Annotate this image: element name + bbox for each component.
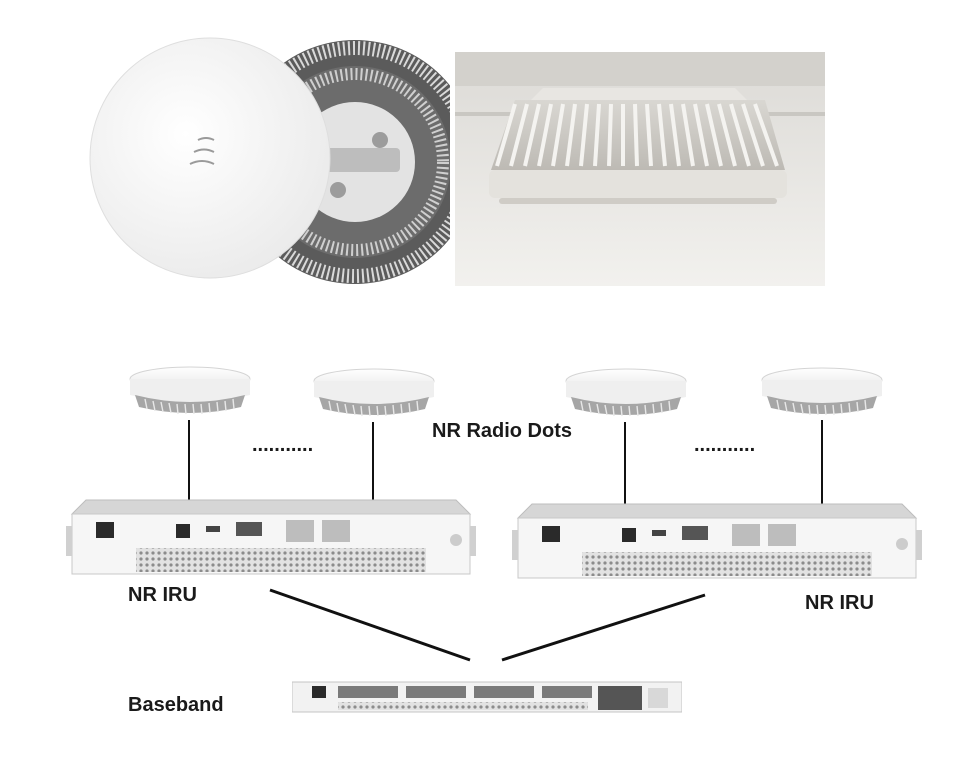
radio-dot-3 <box>565 368 687 417</box>
radio-dot-product-photo <box>80 30 450 290</box>
ceiling-dot-body <box>489 88 787 204</box>
ellipsis-right: ........... <box>694 434 756 456</box>
radio-dot-illustration <box>89 37 450 284</box>
radio-dot-2 <box>313 368 435 417</box>
link-iru-right-baseband <box>501 593 706 662</box>
ellipsis-left: ........... <box>252 434 314 456</box>
connection-lines <box>188 420 823 662</box>
baseband-unit <box>292 681 682 713</box>
ceiling-radio-dot-illustration <box>455 52 825 286</box>
radio-dot-4 <box>761 367 883 416</box>
iru-unit-left <box>66 499 476 575</box>
radio-dot-cover <box>89 37 331 279</box>
iru-unit-right <box>512 503 922 579</box>
label-baseband: Baseband <box>128 694 224 716</box>
label-nr-iru-left: NR IRU <box>128 584 197 606</box>
radio-dot-1 <box>129 366 251 415</box>
link-iru-left-baseband <box>269 588 471 662</box>
label-nr-iru-right: NR IRU <box>805 592 874 614</box>
ceiling-mounted-radio-dot-photo <box>455 52 825 286</box>
label-nr-radio-dots: NR Radio Dots <box>432 420 572 442</box>
